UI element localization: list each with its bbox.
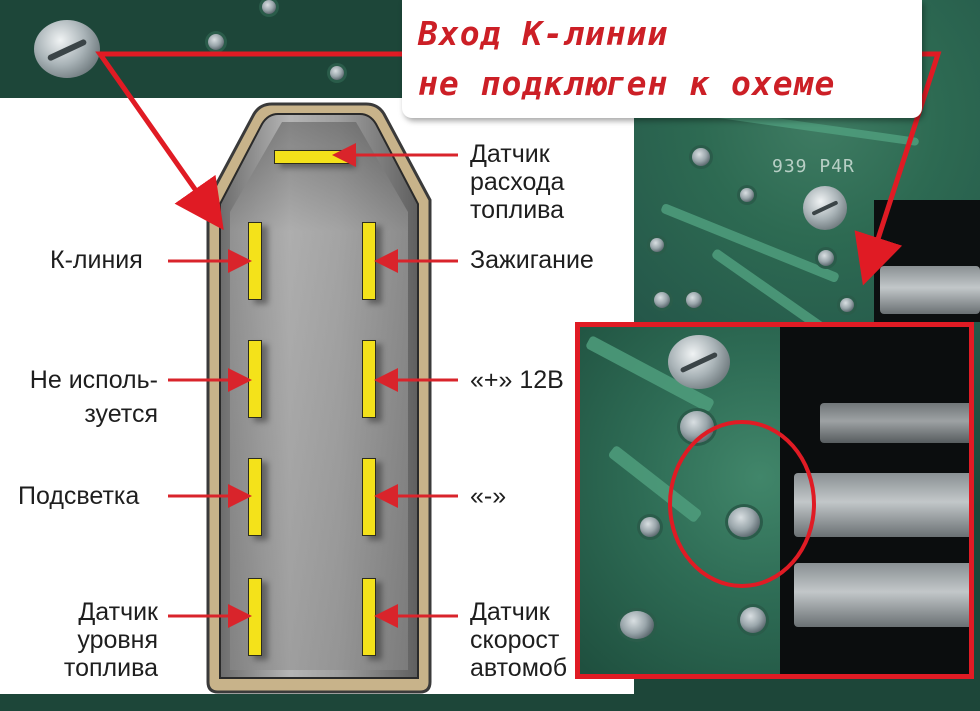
label-not-used: Не исполь- зуется [14,366,158,428]
pcb-pad [740,188,754,202]
label-ignition: Зажигание [470,246,594,274]
label-k-line: К-линия [50,246,143,274]
callout-arrow-left [95,51,404,231]
inset-screw [668,335,730,389]
screw [803,186,847,230]
label-not-used-line2: зуется [84,400,158,428]
pcb-pad [208,34,224,50]
label-backlight: Подсветка [18,482,140,510]
label-fuel-level-line1: Датчик [78,598,158,626]
pcb-pad [818,250,834,266]
pcb-pad [650,238,664,252]
callout-line-1: Вход К-линии [418,14,669,53]
pcb-pad [692,148,710,166]
label-fuel-level-line2: уровня [77,626,158,654]
label-fuel-flow: Датчик расхода топлива [470,140,564,224]
label-minus: «-» [470,482,507,510]
label-fuel-flow-line1: Датчик [470,140,550,168]
label-fuel-level: Датчик уровня топлива [36,598,158,682]
highlight-circle [668,420,816,588]
callout-box: Вход К-линии не подклюген к охеме [402,0,922,118]
label-not-used-line1: Не исполь- [29,366,158,394]
label-speed-line2: скорост [470,626,560,654]
label-fuel-flow-line2: расхода [470,168,565,196]
inset-fin [820,403,969,443]
board-code-label: 939 P4R [772,156,855,177]
callout-line-2: не подклюген к охеме [418,64,836,103]
inset-pad [640,517,660,537]
screw [34,20,100,78]
label-fuel-level-line3: топлива [63,654,158,682]
pcb-pad [330,66,344,80]
inset-fin [794,473,969,537]
label-speed-line3: автомоб [470,654,568,682]
pcb-pad [654,292,670,308]
inset-fin [794,563,969,627]
label-speed-sensor: Датчик скорост автомоб [470,598,576,682]
pcb-pad [262,0,276,14]
callout-arrow-right [854,51,942,286]
pcb-pad [840,298,854,312]
inset-pad [620,611,654,639]
label-plus-12v: «+» 12В [470,366,564,394]
label-speed-line1: Датчик [470,598,550,626]
label-fuel-flow-line3: топлива [470,196,565,224]
pcb-pad [686,292,702,308]
inset-pad [740,607,766,633]
